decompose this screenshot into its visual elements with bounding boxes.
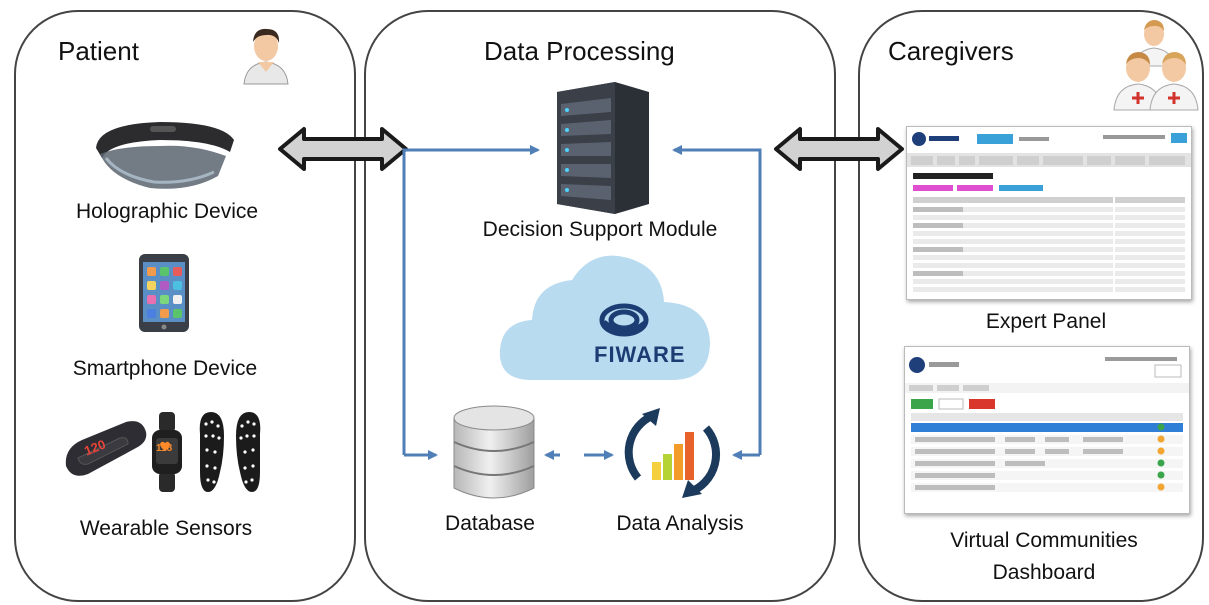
patient-avatar-icon — [243, 28, 289, 85]
sensor-insoles-icon — [199, 412, 261, 492]
virtual-communities-screenshot — [904, 346, 1190, 514]
processing-caregivers-double-arrow — [774, 127, 904, 171]
virtual-communities-mockup — [905, 357, 1189, 492]
wearable-sensors-label: Wearable Sensors — [79, 517, 253, 540]
heart-rate-value: 118 — [156, 443, 173, 454]
smartphone-device-label: Smartphone Device — [72, 357, 258, 380]
database-label: Database — [445, 512, 535, 535]
virtual-communities-label-line1: Virtual Communities — [950, 529, 1138, 552]
caregivers-group-icon — [1113, 20, 1199, 111]
holographic-device-icon — [96, 122, 234, 189]
smartphone-icon — [139, 254, 189, 332]
patient-title: Patient — [58, 36, 139, 66]
fiware-cloud-icon — [499, 255, 710, 380]
fitness-band-icon — [65, 421, 147, 476]
decision-support-module-label: Decision Support Module — [482, 218, 718, 241]
fiware-logo-text: FIWARE — [594, 342, 686, 367]
virtual-communities-label-line2: Dashboard — [992, 561, 1096, 584]
data-analysis-label: Data Analysis — [616, 512, 744, 535]
holographic-device-label: Holographic Device — [75, 200, 259, 223]
server-icon — [557, 82, 649, 214]
expert-panel-label: Expert Panel — [985, 310, 1107, 333]
expert-panel-screenshot — [906, 126, 1192, 300]
database-icon — [453, 405, 535, 499]
data-analysis-icon — [624, 408, 720, 498]
expert-panel-mockup — [907, 127, 1191, 292]
data-processing-title: Data Processing — [484, 36, 675, 66]
heart-rate-monitor-icon — [152, 412, 182, 492]
caregivers-title: Caregivers — [888, 36, 1014, 66]
